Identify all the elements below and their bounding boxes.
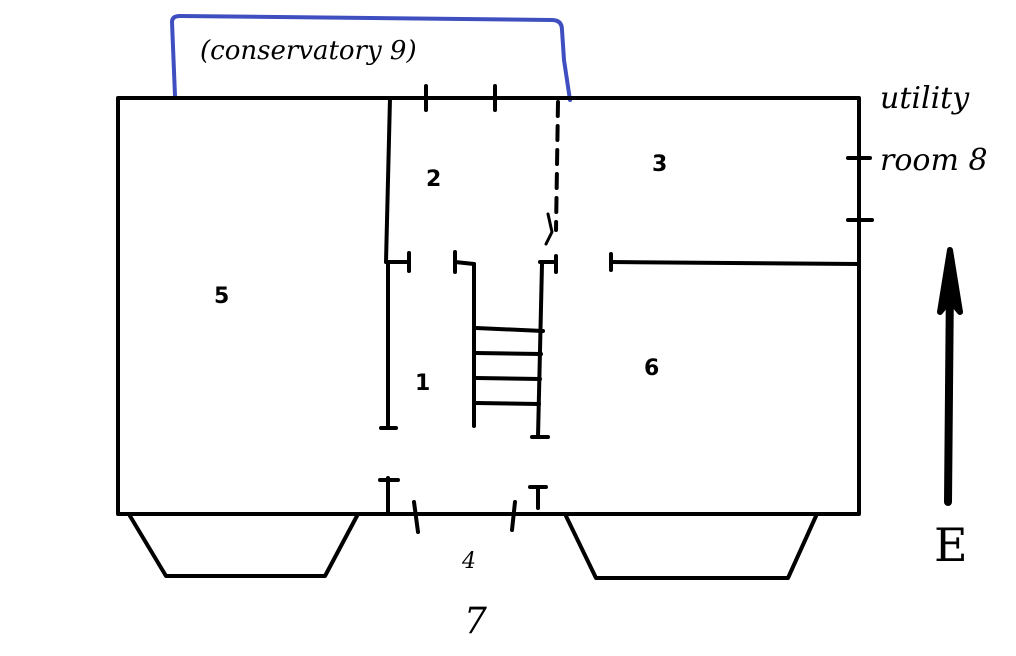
- room-label-5: 5: [214, 284, 230, 309]
- conservatory-outline: [170, 14, 572, 102]
- arrow-up-icon: [937, 247, 963, 506]
- room-label-2: 2: [426, 167, 442, 192]
- stair-top: [453, 260, 476, 266]
- compass-direction-label: E: [934, 518, 968, 572]
- room-label-3: 3: [652, 152, 668, 177]
- stair-tread: [474, 326, 545, 333]
- room-label-1: 1: [415, 371, 431, 396]
- outer-wall: [116, 96, 861, 516]
- dashed-wall-room2-room3: [554, 100, 560, 232]
- stair-tread: [474, 401, 541, 406]
- wall-room3-room6: [609, 260, 861, 266]
- conservatory-label: (conservatory 9): [200, 36, 417, 66]
- room-label-6: 6: [644, 356, 660, 381]
- dashed-wall-hook: [544, 212, 554, 246]
- utility-label-line2: room 8: [880, 143, 988, 178]
- door-tick: [510, 500, 517, 532]
- bay-window-right: [564, 514, 818, 580]
- utility-label-line1: utility: [880, 81, 970, 116]
- bay-window-left: [128, 512, 360, 578]
- stair-right-wall: [536, 262, 544, 439]
- stair-tread: [474, 376, 542, 381]
- room-label-4: 4: [462, 549, 476, 574]
- door-tick: [412, 500, 420, 534]
- stair-tread: [474, 351, 543, 356]
- wall-room5-room2: [384, 96, 392, 264]
- room-label-7: 7: [464, 601, 487, 642]
